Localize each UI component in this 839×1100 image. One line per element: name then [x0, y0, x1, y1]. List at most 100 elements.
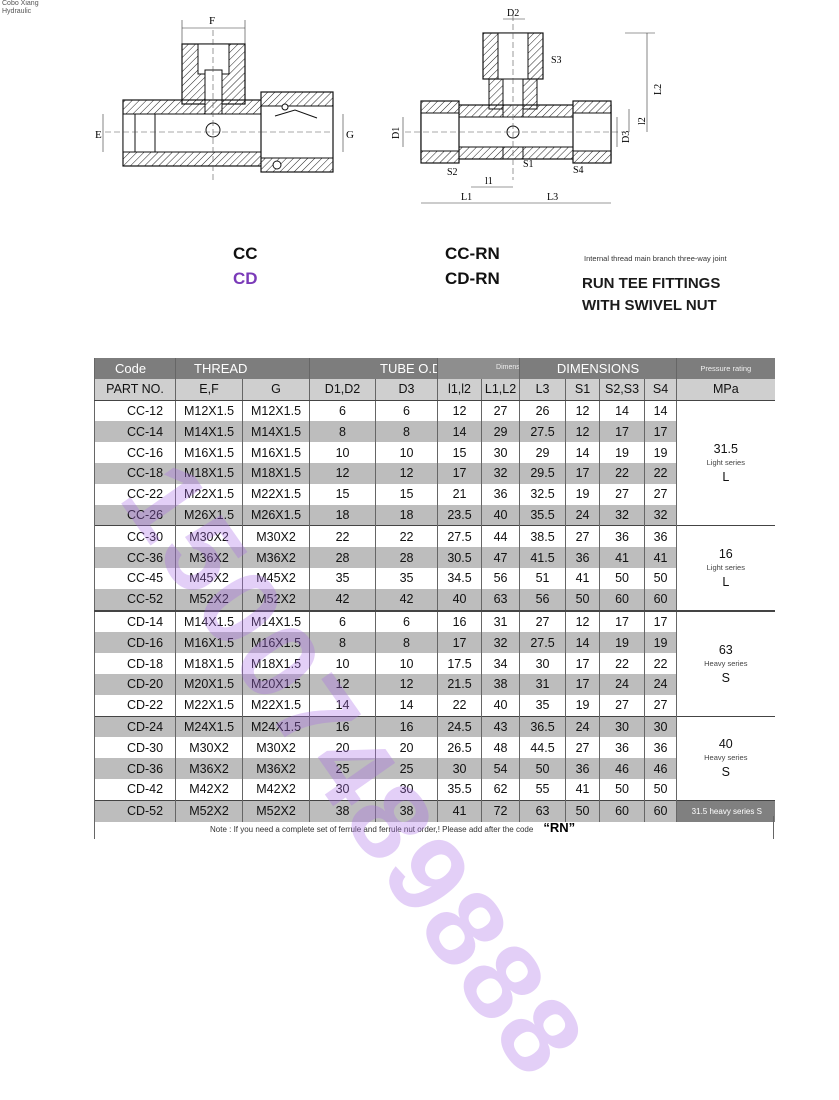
table-cell: 60 — [599, 588, 645, 611]
table-cell: 32 — [481, 462, 520, 484]
table-cell: 40 — [481, 504, 520, 526]
brand-text: Cobo Xiang Hydraulic — [2, 0, 39, 15]
label-S3: S3 — [551, 55, 562, 66]
table-cell: 29.5 — [519, 462, 566, 484]
table-cell: 30 — [375, 778, 438, 801]
table-cell: 41 — [437, 799, 482, 822]
tee-fitting-drawing-left: F E G — [95, 15, 354, 180]
table-cell: 28 — [375, 547, 438, 568]
table-cell: 17 — [599, 609, 645, 633]
table-cell: 35 — [519, 694, 566, 717]
table-cell: 63 — [519, 799, 566, 822]
table-cell: 12 — [375, 462, 438, 484]
table-cell: 17 — [565, 653, 600, 674]
table-cell: 36 — [644, 737, 677, 759]
table-cell: 27.5 — [519, 632, 566, 654]
part-number-cell: CC-16 — [94, 442, 176, 463]
table-cell: 46 — [644, 758, 677, 779]
table-cell: 22 — [437, 694, 482, 717]
table-cell: 41 — [644, 547, 677, 568]
part-number-cell: CD-20 — [94, 673, 176, 695]
column-header: S2,S3 — [599, 378, 645, 401]
table-cell: 26 — [519, 400, 566, 422]
table-cell: 12 — [309, 462, 376, 484]
part-number-cell: CC-45 — [94, 567, 176, 589]
pressure-rating-cell-last: 31.5 heavy series S — [676, 799, 775, 822]
table-cell: M36X2 — [175, 547, 243, 568]
table-cell: 23.5 — [437, 504, 482, 526]
label-S2: S2 — [447, 167, 458, 178]
table-cell: 50 — [519, 758, 566, 779]
table-cell: 19 — [565, 483, 600, 505]
table-cell: M20X1.5 — [241, 673, 310, 695]
part-number-cell: CD-22 — [94, 694, 176, 717]
table-cell: M52X2 — [241, 799, 310, 822]
table-cell: 14 — [437, 421, 482, 443]
table-cell: 26.5 — [437, 737, 482, 759]
order-note: Note : If you need a complete set of fer… — [210, 820, 576, 835]
table-cell: 10 — [375, 653, 438, 674]
table-cell: 17 — [437, 632, 482, 654]
table-cell: M52X2 — [175, 588, 243, 611]
table-cell: M30X2 — [241, 525, 310, 548]
table-cell: M16X1.5 — [175, 632, 243, 654]
table-cell: 35 — [309, 567, 376, 589]
table-cell: 60 — [644, 588, 677, 611]
part-number-cell: CC-14 — [94, 421, 176, 443]
table-cell: 8 — [309, 632, 376, 654]
table-cell: 40 — [481, 694, 520, 717]
table-cell: 42 — [375, 588, 438, 611]
table-cell: 10 — [309, 653, 376, 674]
table-cell: M30X2 — [241, 737, 310, 759]
table-cell: 27 — [565, 737, 600, 759]
table-cell: 17 — [565, 673, 600, 695]
table-cell: 27 — [644, 694, 677, 717]
table-cell: 29 — [481, 421, 520, 443]
table-cell: 22 — [644, 462, 677, 484]
table-cell: 50 — [644, 567, 677, 589]
table-cell: 30 — [437, 758, 482, 779]
table-cell: 22 — [644, 653, 677, 674]
table-cell: 12 — [375, 673, 438, 695]
table-cell: 46 — [599, 758, 645, 779]
table-cell: M18X1.5 — [175, 653, 243, 674]
table-cell: 17 — [644, 609, 677, 633]
table-cell: 27.5 — [519, 421, 566, 443]
table-cell: 6 — [375, 400, 438, 422]
table-cell: 41 — [565, 567, 600, 589]
table-cell: 42 — [309, 588, 376, 611]
table-cell: 16 — [375, 715, 438, 738]
code-cc: CC — [233, 244, 258, 263]
table-cell: 36 — [599, 737, 645, 759]
table-cell: M30X2 — [175, 737, 243, 759]
table-cell: 44.5 — [519, 737, 566, 759]
table-cell: 27 — [599, 483, 645, 505]
part-number-cell: CD-42 — [94, 778, 176, 801]
table-cell: M18X1.5 — [241, 462, 310, 484]
table-cell: 48 — [481, 737, 520, 759]
column-header: S1 — [565, 378, 600, 401]
table-cell: 16 — [309, 715, 376, 738]
label-D1: D1 — [391, 127, 402, 139]
table-cell: 20 — [309, 737, 376, 759]
table-cell: M26X1.5 — [175, 504, 243, 526]
column-header: PART NO. — [94, 378, 176, 401]
label-G: G — [346, 129, 354, 141]
table-cell: M24X1.5 — [241, 715, 310, 738]
table-cell: 28 — [309, 547, 376, 568]
table-cell: M22X1.5 — [241, 483, 310, 505]
table-cell: 47 — [481, 547, 520, 568]
label-L3: L3 — [547, 192, 558, 203]
